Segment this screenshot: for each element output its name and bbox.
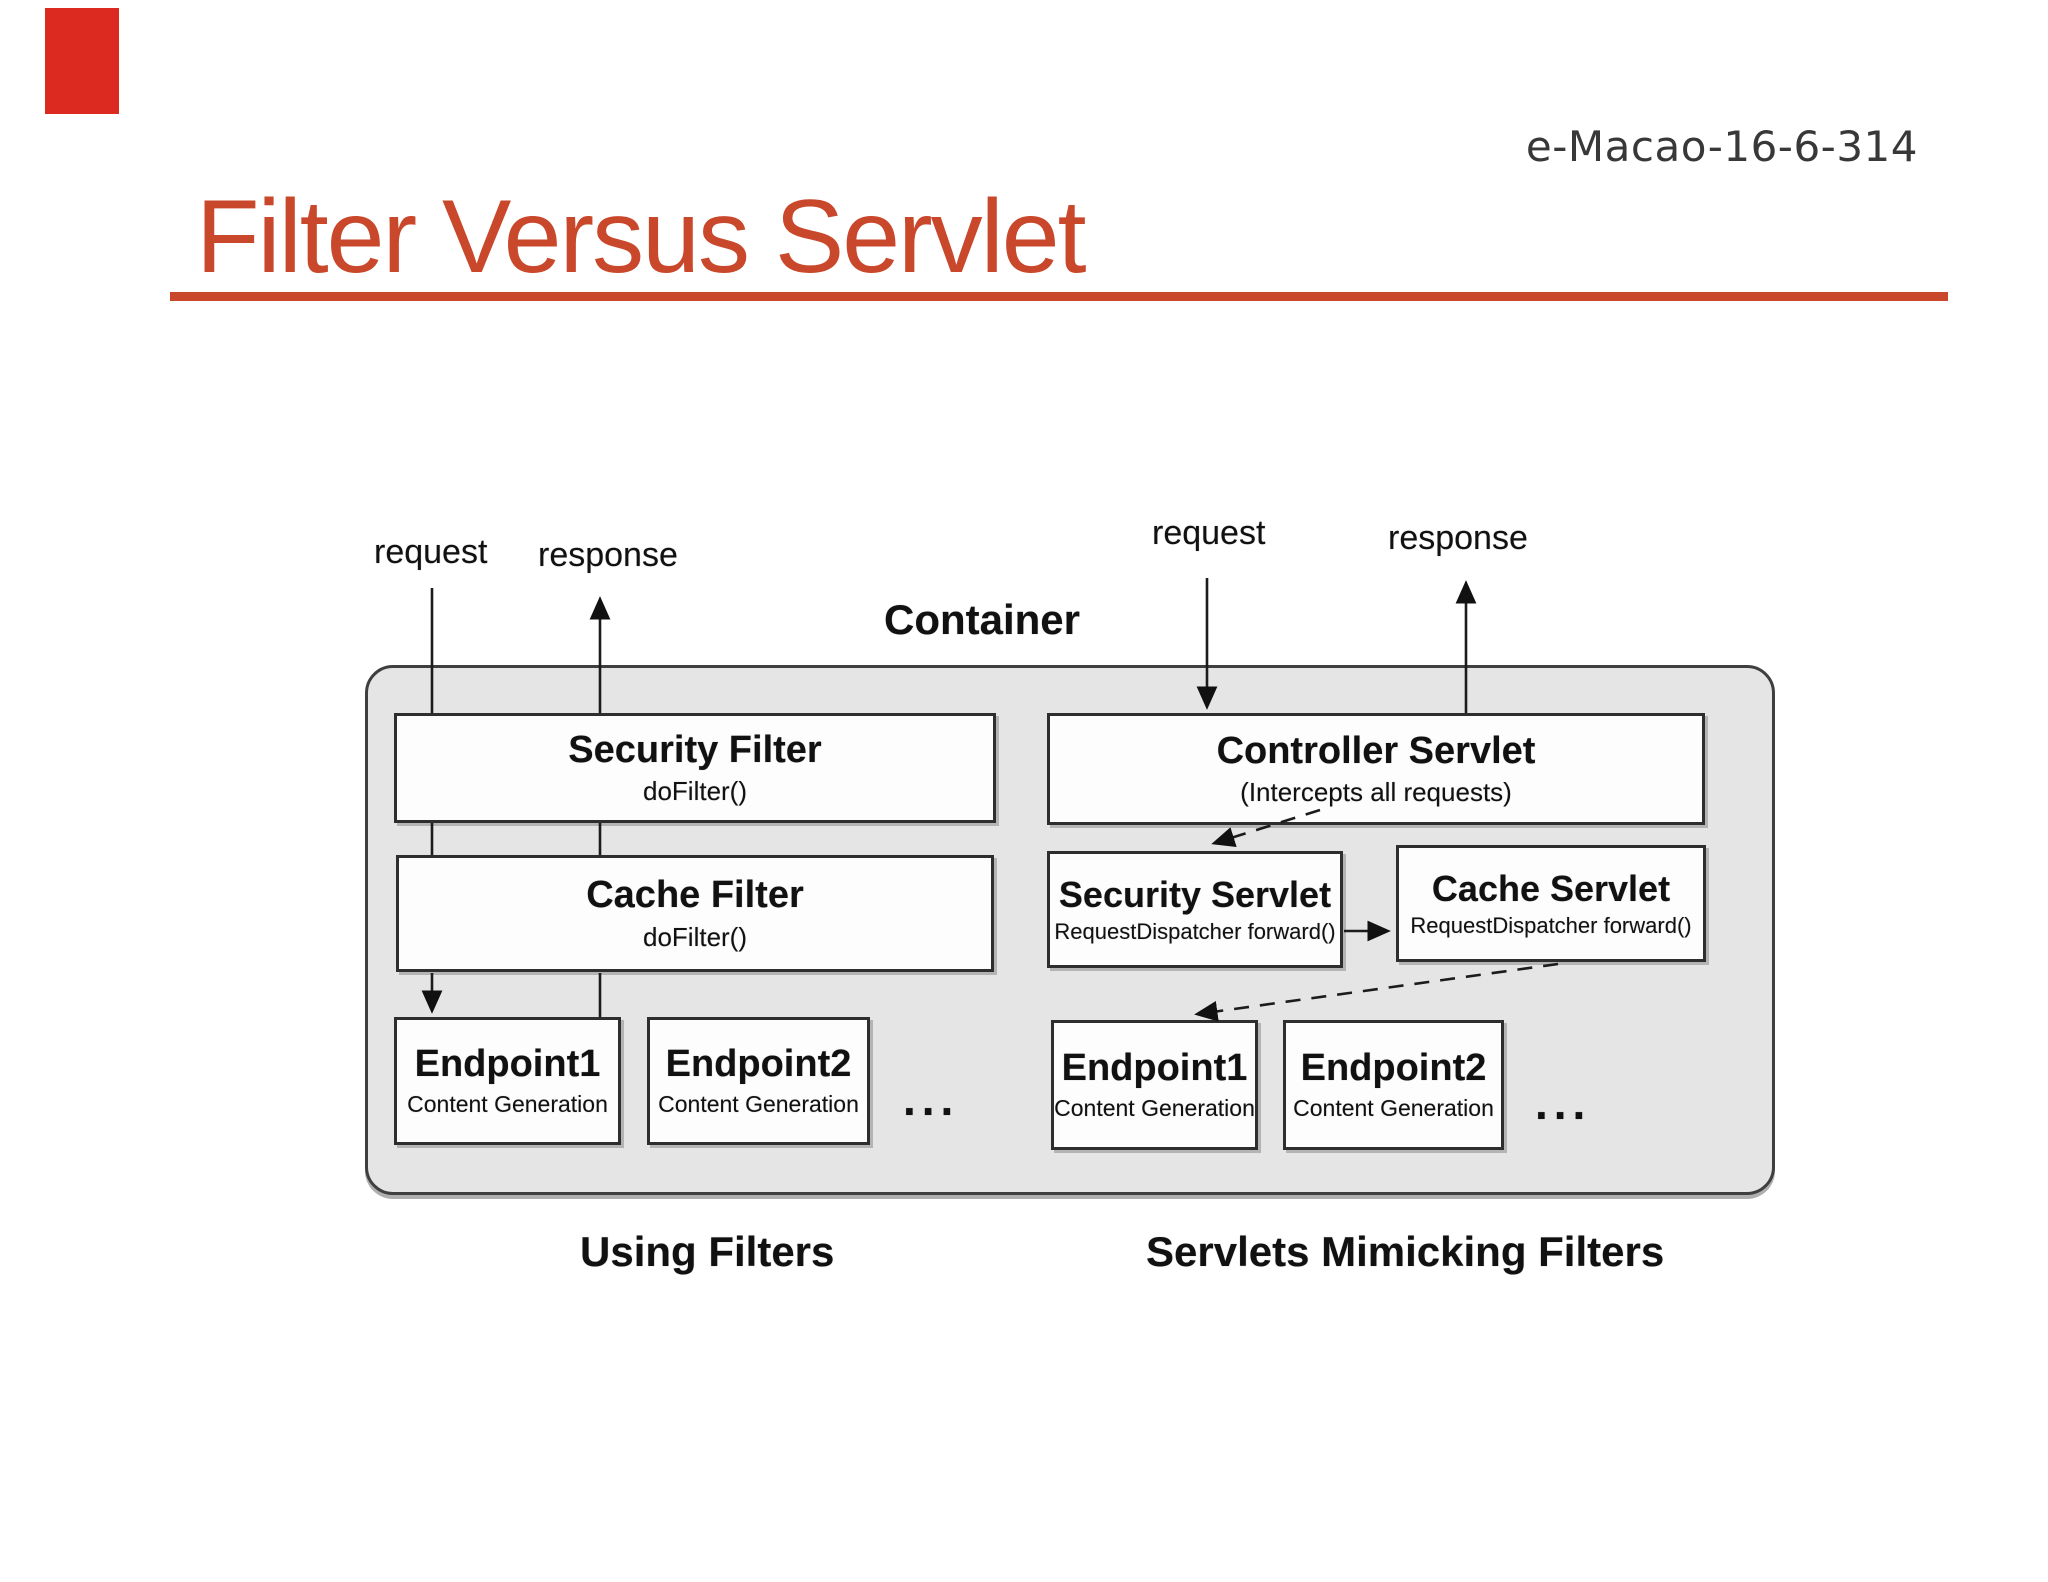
endpoint2-right-title: Endpoint2 — [1300, 1047, 1487, 1090]
endpoint2-left-subtitle: Content Generation — [658, 1091, 859, 1118]
right-response-label: response — [1388, 519, 1528, 557]
caption-using-filters: Using Filters — [580, 1228, 835, 1275]
right-request-label: request — [1152, 514, 1266, 552]
corner-accent-block — [45, 8, 119, 114]
cache-filter-subtitle: doFilter() — [642, 921, 747, 952]
left-response-label: response — [538, 536, 678, 574]
cache-filter-title: Cache Filter — [586, 874, 804, 917]
caption-servlets-mimicking: Servlets Mimicking Filters — [1146, 1228, 1665, 1275]
cache-servlet-box: Cache Servlet RequestDispatcher forward(… — [1396, 845, 1706, 962]
endpoint2-right-box: Endpoint2 Content Generation — [1283, 1020, 1504, 1150]
cache-servlet-subtitle: RequestDispatcher forward() — [1410, 913, 1692, 938]
slide-tag: e-Macao-16-6-314 — [1525, 122, 1918, 171]
endpoint2-left-box: Endpoint2 Content Generation — [647, 1017, 870, 1145]
endpoint1-right-box: Endpoint1 Content Generation — [1051, 1020, 1258, 1150]
endpoint1-left-subtitle: Content Generation — [407, 1091, 608, 1118]
endpoint1-right-subtitle: Content Generation — [1054, 1095, 1255, 1122]
container-label: Container — [884, 596, 1081, 643]
controller-servlet-box: Controller Servlet (Intercepts all reque… — [1047, 713, 1705, 825]
left-ellipsis: ... — [903, 1073, 960, 1125]
endpoint1-left-box: Endpoint1 Content Generation — [394, 1017, 621, 1145]
controller-servlet-title: Controller Servlet — [1216, 729, 1536, 772]
title-underline — [170, 292, 1948, 301]
page-title: Filter Versus Servlet — [196, 179, 1087, 295]
security-servlet-subtitle: RequestDispatcher forward() — [1054, 919, 1336, 944]
security-servlet-title: Security Servlet — [1058, 873, 1332, 915]
endpoint2-left-title: Endpoint2 — [665, 1043, 852, 1086]
endpoint2-right-subtitle: Content Generation — [1293, 1095, 1494, 1122]
controller-servlet-subtitle: (Intercepts all requests) — [1240, 777, 1512, 808]
cache-servlet-title: Cache Servlet — [1431, 867, 1671, 909]
right-ellipsis: ... — [1535, 1077, 1592, 1129]
security-servlet-box: Security Servlet RequestDispatcher forwa… — [1047, 851, 1343, 968]
security-filter-title: Security Filter — [568, 728, 822, 771]
security-filter-subtitle: doFilter() — [642, 776, 747, 807]
endpoint1-left-title: Endpoint1 — [414, 1043, 601, 1086]
left-request-label: request — [374, 533, 488, 571]
security-filter-box: Security Filter doFilter() — [394, 713, 996, 823]
endpoint1-right-title: Endpoint1 — [1061, 1047, 1248, 1090]
cache-filter-box: Cache Filter doFilter() — [396, 855, 994, 972]
